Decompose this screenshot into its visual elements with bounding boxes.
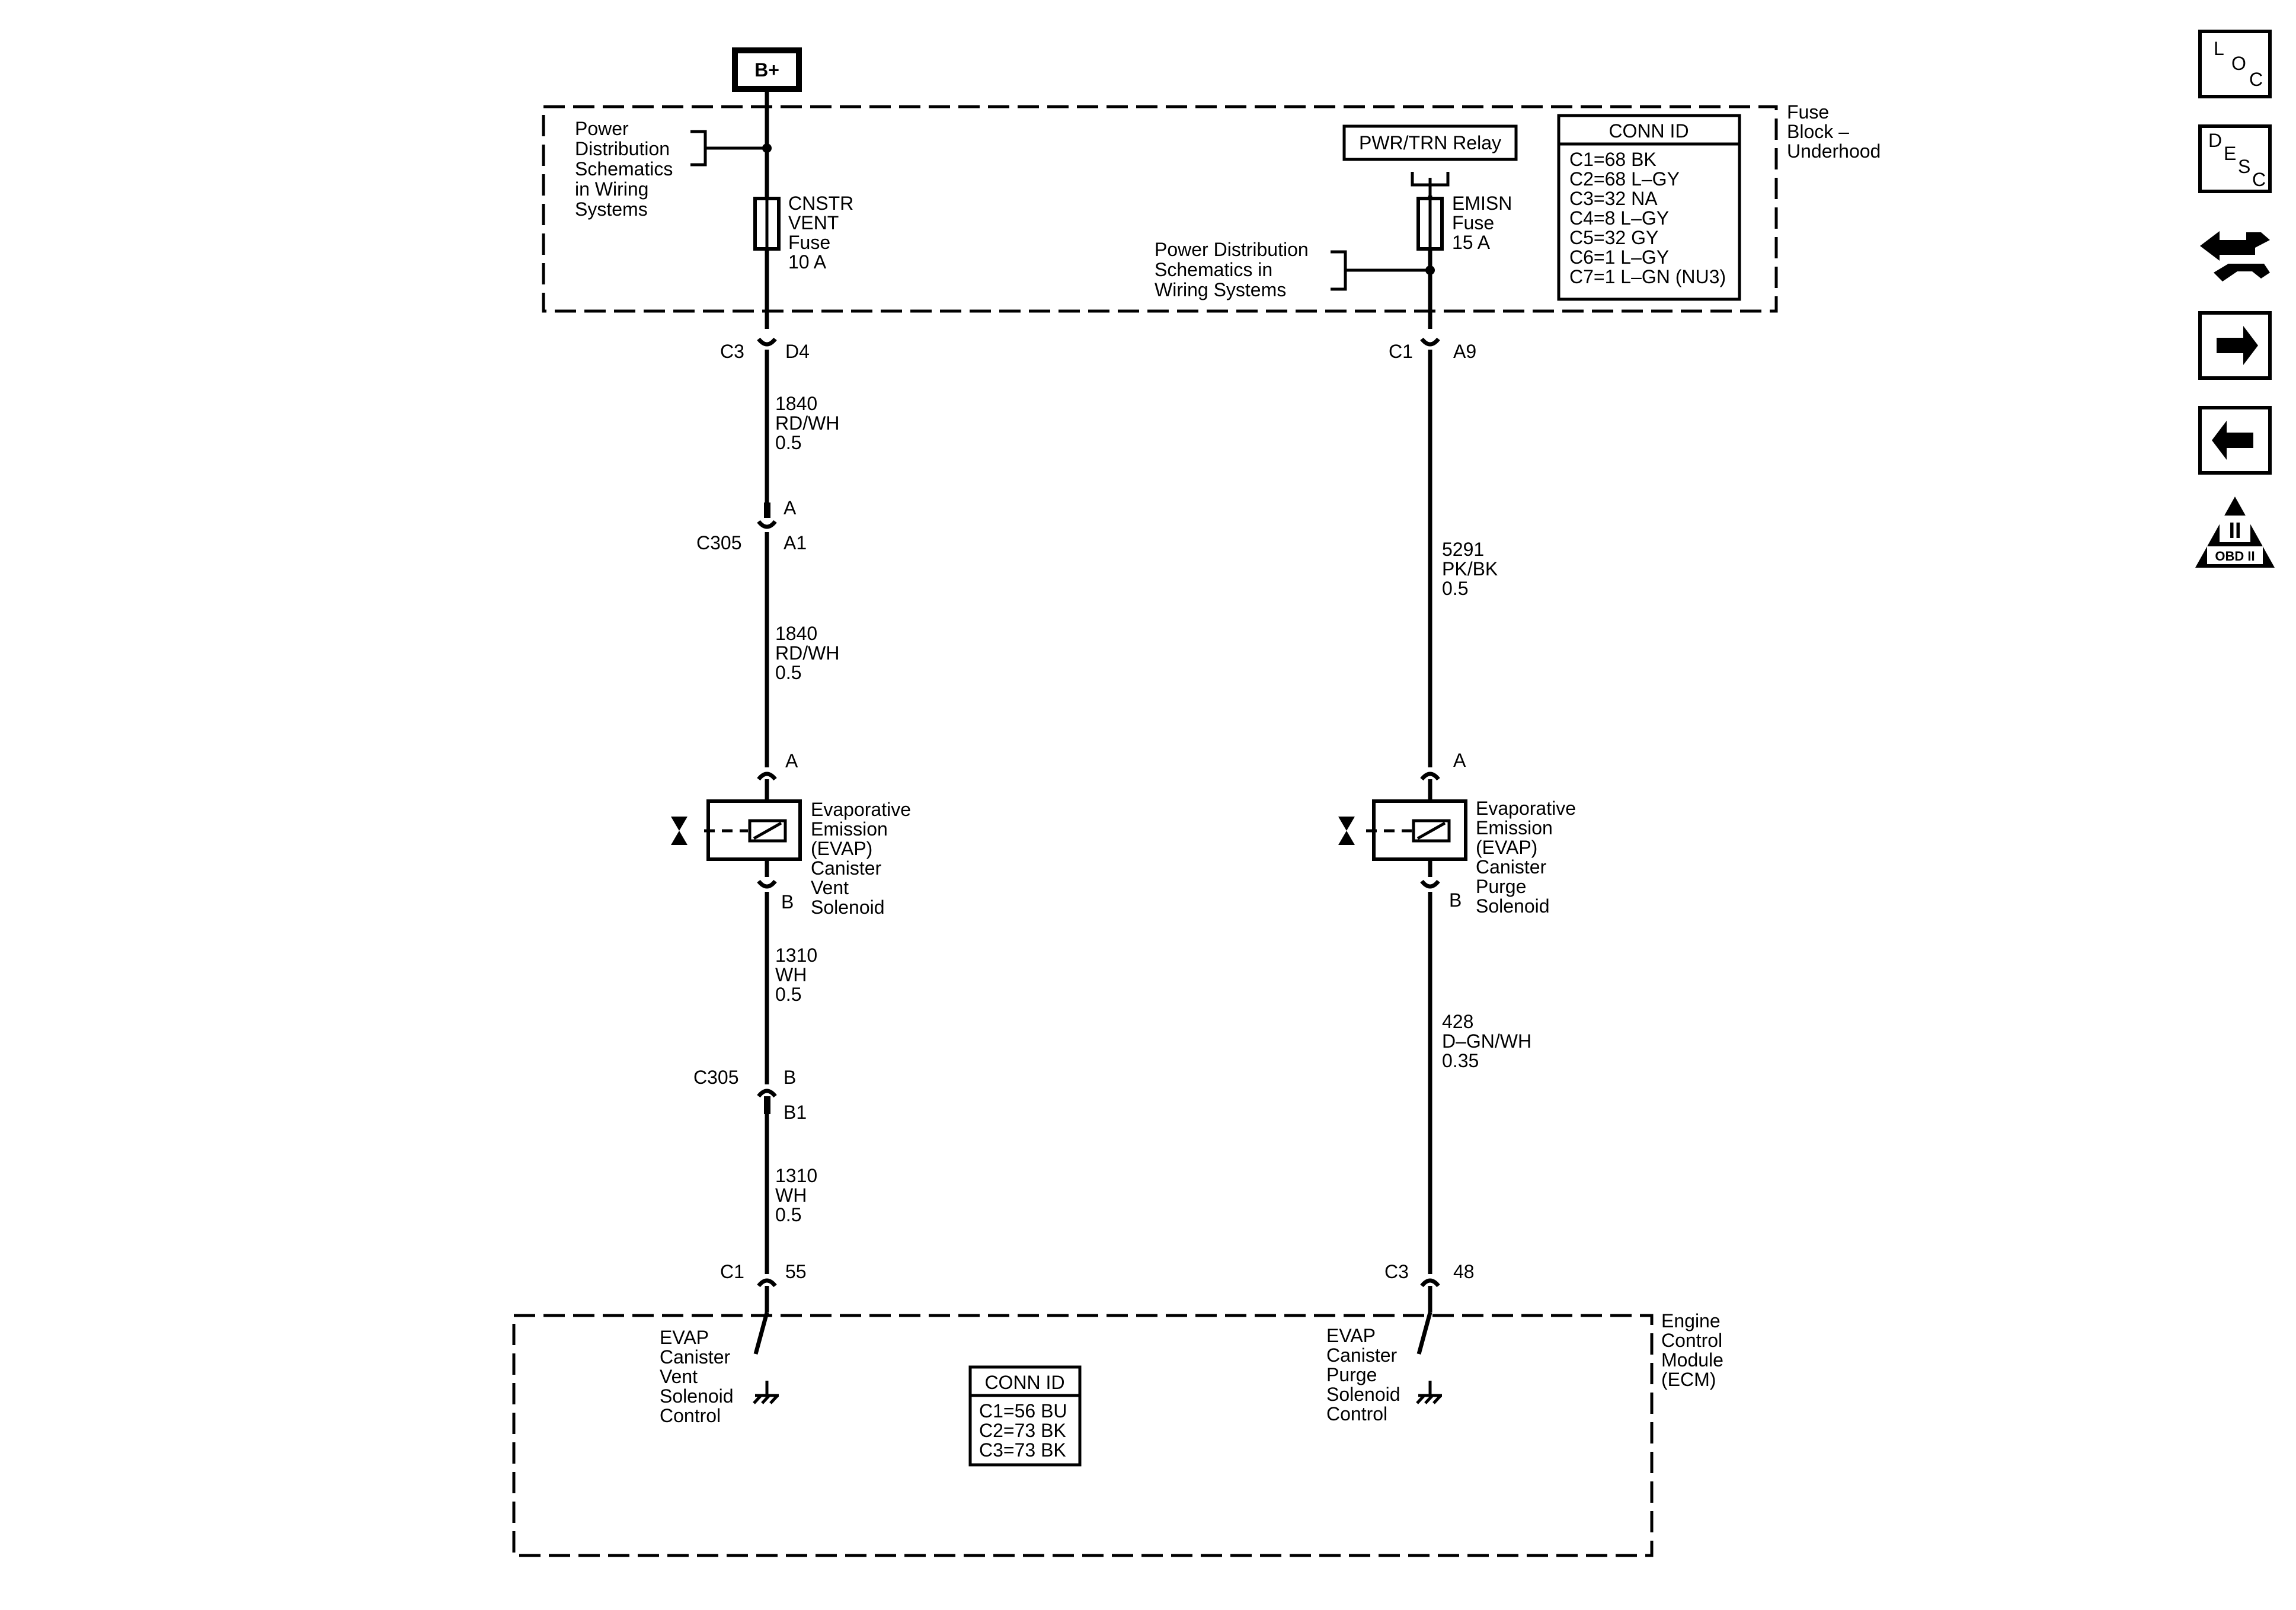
- emisn-fuse-label: EMISN Fuse 15 A: [1452, 193, 1517, 253]
- left-fb-conn: C3: [720, 341, 744, 362]
- power-reference-bracket-right: [1331, 250, 1430, 291]
- valve-icon: [671, 817, 687, 845]
- left-inline2-top-pin: B: [784, 1067, 796, 1088]
- battery-positive-terminal: B+: [732, 47, 802, 92]
- fuse-block-boundary: [542, 105, 1778, 313]
- svg-text:L: L: [2214, 38, 2224, 59]
- svg-text:C: C: [2252, 169, 2266, 190]
- power-distribution-reference-right: Power Distribution Schematics in Wiring …: [1155, 239, 1314, 300]
- left-circuit-wiring: [753, 89, 779, 1404]
- fuse-block-conn-id-title: CONN ID: [1609, 120, 1689, 142]
- left-ecm-pin: 55: [785, 1261, 807, 1282]
- next-arrow-icon[interactable]: [2198, 311, 2272, 380]
- desc-button[interactable]: D E S C: [2198, 124, 2272, 193]
- power-reference-bracket-left: [690, 130, 767, 167]
- right-ecm-pin: 48: [1453, 1261, 1475, 1282]
- ecm-conn-id-title: CONN ID: [984, 1372, 1064, 1393]
- left-fb-pin: D4: [785, 341, 810, 362]
- previous-arrow-icon[interactable]: [2198, 406, 2272, 475]
- pwr-trn-relay-label: PWR/TRN Relay: [1359, 132, 1501, 153]
- pwr-trn-relay-box: [1342, 124, 1518, 161]
- right-solenoid-pin-b: B: [1449, 889, 1462, 911]
- ecm-conn-id-rows: C1=56 BU C2=73 BK C3=73 BK: [979, 1400, 1072, 1461]
- left-inline-top-pin: A: [784, 497, 797, 518]
- fuse-block-title: Fuse Block – Underhood: [1787, 101, 1881, 162]
- relay-contact-symbol: [1411, 172, 1450, 196]
- fuse-block-conn-id-table: CONN ID C1=68 BK C2=68 L–GY C3=32 NA C4=…: [1557, 114, 1741, 301]
- connector-end-view-icon[interactable]: [2200, 231, 2270, 281]
- ecm-title: Engine Control Module (ECM): [1661, 1310, 1729, 1390]
- valve-icon: [1338, 817, 1355, 845]
- left-inline-conn: C305: [696, 532, 742, 553]
- svg-text:S: S: [2238, 156, 2250, 177]
- evap-canister-purge-solenoid: [1338, 799, 1467, 861]
- left-wire4-label: 1310 WH 0.5: [775, 1165, 823, 1225]
- svg-text:II: II: [2228, 518, 2241, 543]
- loc-button[interactable]: L O C: [2198, 30, 2272, 98]
- obd-ii-icon[interactable]: II OBD II: [2195, 497, 2275, 568]
- ecm-boundary: [512, 1314, 1654, 1557]
- left-inline-bottom-pin: A1: [784, 532, 807, 553]
- left-wire3-label: 1310 WH 0.5: [775, 945, 823, 1005]
- fuse-block-conn-id-rows: C1=68 BK C2=68 L–GY C3=32 NA C4=8 L–GY C…: [1569, 149, 1726, 287]
- right-wire2-label: 428 D–GN/WH 0.35: [1442, 1011, 1537, 1071]
- left-ecm-conn: C1: [720, 1261, 744, 1282]
- left-solenoid-label: Evaporative Emission (EVAP) Canister Ven…: [811, 799, 916, 918]
- power-distribution-reference-left: Power Distribution Schematics in Wiring …: [575, 118, 678, 220]
- right-fb-pin: A9: [1453, 341, 1476, 362]
- svg-text:C: C: [2249, 69, 2263, 90]
- evap-canister-vent-solenoid: [671, 799, 802, 861]
- right-solenoid-pin-a: A: [1453, 750, 1466, 771]
- svg-text:E: E: [2224, 143, 2236, 164]
- cnstr-vent-fuse-label: CNSTR VENT Fuse 10 A: [788, 193, 859, 273]
- right-solenoid-label: Evaporative Emission (EVAP) Canister Pur…: [1476, 798, 1581, 917]
- left-solenoid-pin-b: B: [781, 891, 794, 913]
- left-inline2-conn: C305: [693, 1067, 739, 1088]
- right-wire1-label: 5291 PK/BK 0.5: [1442, 539, 1503, 599]
- right-fb-conn: C1: [1389, 341, 1413, 362]
- svg-text:OBD II: OBD II: [2215, 549, 2255, 564]
- svg-text:O: O: [2231, 53, 2246, 74]
- left-solenoid-pin-a: A: [785, 750, 798, 772]
- left-wire2-label: 1840 RD/WH 0.5: [775, 623, 845, 683]
- svg-text:D: D: [2208, 130, 2222, 151]
- left-inline2-bottom-pin: B1: [784, 1102, 807, 1123]
- battery-label: B+: [754, 59, 779, 81]
- right-control-label: EVAP Canister Purge Solenoid Control: [1326, 1325, 1405, 1425]
- right-circuit-wiring: [1416, 196, 1442, 1404]
- right-ecm-conn: C3: [1384, 1261, 1409, 1282]
- ecm-conn-id-table: CONN ID C1=56 BU C2=73 BK C3=73 BK: [968, 1365, 1082, 1467]
- left-control-label: EVAP Canister Vent Solenoid Control: [660, 1327, 738, 1426]
- left-wire1-label: 1840 RD/WH 0.5: [775, 393, 845, 453]
